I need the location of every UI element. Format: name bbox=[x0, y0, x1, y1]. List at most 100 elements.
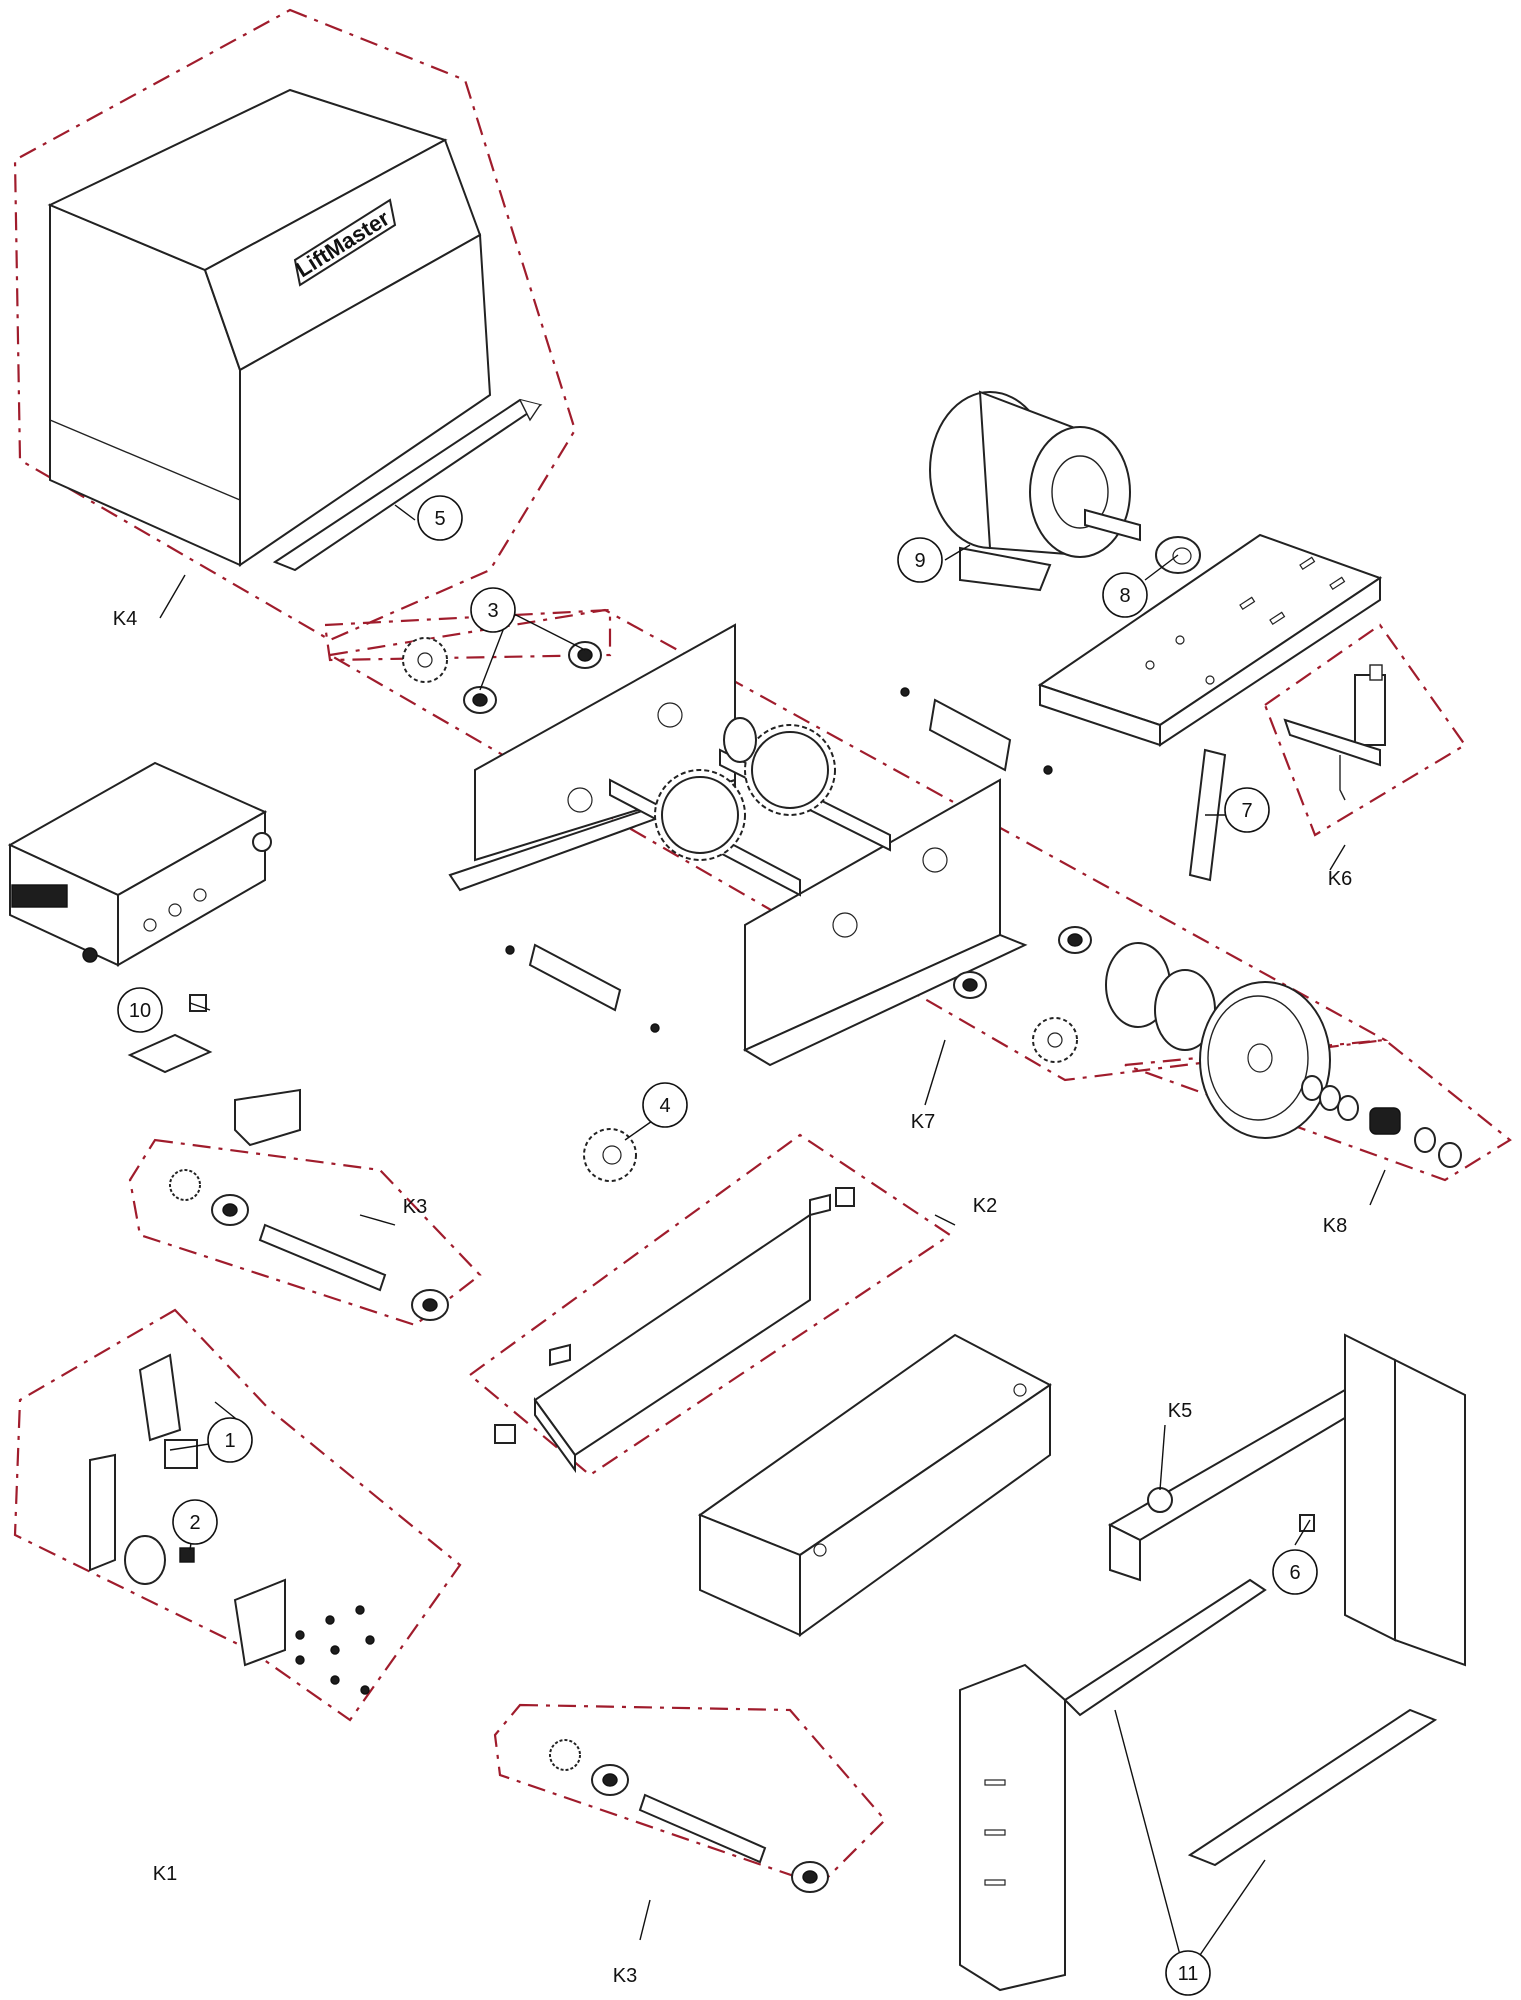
rail-bracket-kit bbox=[468, 1133, 952, 1477]
brake-spring bbox=[1369, 1107, 1401, 1135]
kit-label-k3-upper: K3 bbox=[403, 1196, 427, 1218]
svg-text:11: 11 bbox=[1178, 1963, 1199, 1985]
base-frame-hole bbox=[1013, 1383, 1027, 1397]
callout-1: 1 bbox=[207, 1417, 253, 1463]
side-frame-assembly bbox=[1107, 1333, 1466, 1667]
side-frame-rail bbox=[1107, 1388, 1378, 1542]
svg-text:3: 3 bbox=[487, 600, 498, 622]
leg-crossbar bbox=[1063, 1578, 1267, 1717]
switch-block bbox=[1299, 1514, 1315, 1532]
switch-bracket bbox=[138, 1353, 182, 1442]
cover-plate bbox=[127, 1033, 213, 1074]
frame-front-bearing-hole bbox=[832, 912, 858, 938]
kit-outline-k3-lower bbox=[493, 1703, 887, 1887]
kit-label-k5: K5 bbox=[1168, 1400, 1192, 1422]
callout-7: 7 bbox=[1224, 787, 1270, 833]
large-sprocket-rim bbox=[751, 731, 829, 809]
drive-shaft bbox=[638, 1793, 767, 1864]
logo-plate bbox=[293, 198, 397, 287]
kit-outline-k6 bbox=[1263, 623, 1467, 837]
frame-rear-bearing-hole bbox=[567, 787, 593, 813]
shaft-bearing-center bbox=[422, 1298, 438, 1312]
flange-bearing-center bbox=[1067, 933, 1083, 947]
upper-limit-bracket bbox=[928, 698, 1012, 772]
kit-outline-k1 bbox=[13, 1308, 462, 1722]
motor-plate-side-flange bbox=[1039, 683, 1161, 747]
kit-label-k7: K7 bbox=[911, 1111, 935, 1133]
upright-channel-side bbox=[1394, 1358, 1466, 1667]
bracket-screw bbox=[650, 1023, 660, 1033]
motor-plate-slots bbox=[1145, 556, 1346, 685]
washer bbox=[1414, 1127, 1436, 1153]
limit-mount-plate bbox=[233, 1578, 286, 1667]
shaft-bearing-center bbox=[602, 1773, 618, 1787]
terminal-strip bbox=[11, 884, 68, 908]
callout-5: 5 bbox=[417, 495, 463, 541]
kit-label-k1: K1 bbox=[153, 1863, 177, 1885]
solenoid-terminal bbox=[1369, 664, 1383, 681]
small-sprocket-bore bbox=[417, 652, 433, 668]
callout-4: 4 bbox=[642, 1082, 688, 1128]
flange-bearing-center bbox=[472, 693, 488, 707]
rail-channel-end bbox=[534, 1396, 576, 1474]
clutch-hub bbox=[723, 717, 757, 763]
kit-outline-k4 bbox=[13, 8, 577, 642]
junction-box bbox=[234, 1088, 301, 1147]
cover-bottom-edge bbox=[49, 419, 241, 501]
washer bbox=[1319, 1085, 1341, 1111]
kit-outline-k2 bbox=[468, 1133, 952, 1477]
drive-shaft bbox=[258, 1223, 387, 1292]
rail-clip bbox=[809, 1193, 831, 1217]
solenoid-lever bbox=[1283, 718, 1381, 767]
motor-pulley-bore bbox=[1172, 547, 1192, 565]
small-sprocket-bore bbox=[1047, 1032, 1063, 1048]
rail-end-cap bbox=[835, 1187, 855, 1207]
side-frame-end bbox=[1109, 1523, 1141, 1582]
brake-pulley-bore bbox=[1247, 1043, 1273, 1073]
bracket-screw bbox=[900, 687, 910, 697]
lower-limit-bracket bbox=[528, 943, 622, 1012]
electrical-fitting bbox=[1147, 1487, 1173, 1513]
motor-mount-plate bbox=[1037, 533, 1383, 747]
flange-bearing-center bbox=[577, 648, 593, 662]
conduit-knockout bbox=[193, 888, 207, 902]
brake-nut bbox=[1438, 1142, 1462, 1168]
kit-outline-upper bbox=[323, 608, 612, 662]
shaft-kit-upper bbox=[128, 1138, 482, 1327]
limit-switch-kit bbox=[13, 1308, 462, 1722]
leg-slot bbox=[984, 1829, 1006, 1836]
lower-frame-bearings bbox=[953, 926, 1092, 1063]
solenoid-spring bbox=[1339, 755, 1346, 801]
control-box-fitting bbox=[82, 947, 98, 963]
kit-label-k6: K6 bbox=[1328, 868, 1352, 890]
conduit-knockout bbox=[168, 903, 182, 917]
svg-text:7: 7 bbox=[1241, 800, 1252, 822]
rail-end-cap bbox=[494, 1424, 516, 1444]
shaft-bearing-center bbox=[802, 1870, 818, 1884]
leader-lines bbox=[159, 504, 1386, 1956]
conduit-knockout bbox=[143, 918, 157, 932]
upright-channel bbox=[1344, 1333, 1396, 1642]
svg-text:8: 8 bbox=[1119, 585, 1130, 607]
frame-front-bearing-hole bbox=[922, 847, 948, 873]
kit-label-k2: K2 bbox=[973, 1195, 997, 1217]
kit-label-k8: K8 bbox=[1323, 1215, 1347, 1237]
limit-brackets bbox=[505, 687, 1053, 1033]
bracket-screw bbox=[505, 945, 515, 955]
bracket-screw bbox=[1043, 765, 1053, 775]
callout-9: 9 bbox=[897, 537, 943, 583]
callout-3: 3 bbox=[470, 587, 516, 633]
switch-part bbox=[189, 994, 207, 1012]
svg-text:6: 6 bbox=[1289, 1562, 1300, 1584]
motor-front-boss bbox=[1051, 455, 1109, 529]
limit-switch bbox=[164, 1439, 198, 1469]
hardware-set bbox=[295, 1605, 375, 1695]
rail-clip bbox=[549, 1343, 571, 1367]
base-frame-hole bbox=[813, 1543, 827, 1557]
large-sprocket-rim bbox=[661, 776, 739, 854]
motor-assembly bbox=[929, 390, 1201, 592]
leg-slot bbox=[984, 1879, 1006, 1886]
motor-shaft bbox=[1084, 508, 1141, 542]
limit-disc bbox=[124, 1535, 166, 1585]
